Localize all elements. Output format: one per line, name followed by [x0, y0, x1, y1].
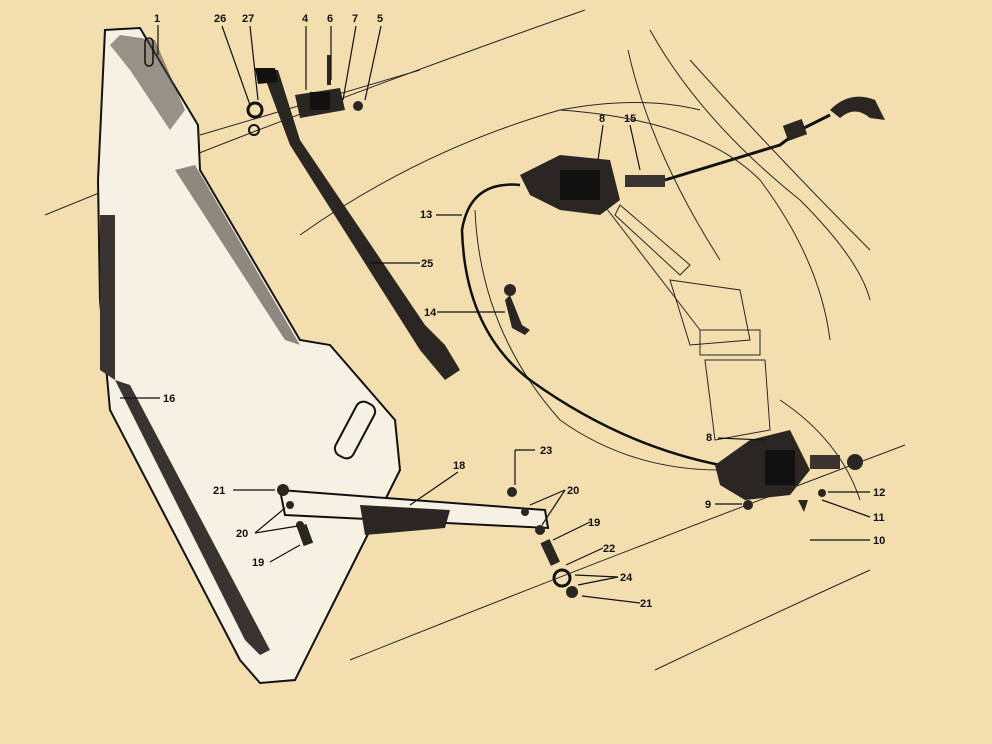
lower-link-assembly — [277, 484, 578, 598]
callout-5: 5 — [377, 13, 383, 25]
callout-8-upper: 8 — [599, 113, 605, 125]
release-cable — [460, 183, 721, 467]
prop-rod — [255, 68, 460, 380]
callout-24: 24 — [620, 572, 633, 584]
callout-19-right: 19 — [588, 517, 600, 529]
callout-20-left: 20 — [236, 528, 248, 540]
callout-11: 11 — [873, 512, 885, 524]
bonnet-panel — [96, 26, 402, 685]
lower-latch-assembly — [715, 430, 863, 512]
callout-4: 4 — [302, 13, 309, 25]
callout-13: 13 — [420, 209, 432, 221]
callout-1: 1 — [154, 13, 160, 25]
callout-10: 10 — [873, 535, 885, 547]
callout-21-right: 21 — [640, 598, 652, 610]
callout-22: 22 — [603, 543, 615, 555]
callout-20-right: 20 — [567, 485, 579, 497]
callout-8-lower: 8 — [706, 432, 712, 444]
callout-26: 26 — [214, 13, 226, 25]
callout-18: 18 — [453, 460, 465, 472]
callout-15: 15 — [624, 113, 636, 125]
upper-latch-assembly — [520, 96, 885, 215]
callout-6: 6 — [327, 13, 333, 25]
callout-16: 16 — [163, 393, 175, 405]
callout-14: 14 — [424, 307, 437, 319]
car-body-outline — [44, 9, 906, 671]
callout-7: 7 — [352, 13, 358, 25]
callout-25: 25 — [421, 258, 433, 270]
callout-labels: 1 26 27 4 6 7 5 8 15 13 25 14 16 8 9 12 … — [154, 13, 885, 610]
callout-12: 12 — [873, 487, 885, 499]
callout-27: 27 — [242, 13, 254, 25]
callout-9: 9 — [705, 499, 711, 511]
callout-21-left: 21 — [213, 485, 225, 497]
bracket-parts — [246, 55, 363, 136]
cable-clip — [504, 284, 530, 335]
callout-23: 23 — [540, 445, 552, 457]
callout-19-left: 19 — [252, 557, 264, 569]
leader-lines — [120, 25, 871, 604]
